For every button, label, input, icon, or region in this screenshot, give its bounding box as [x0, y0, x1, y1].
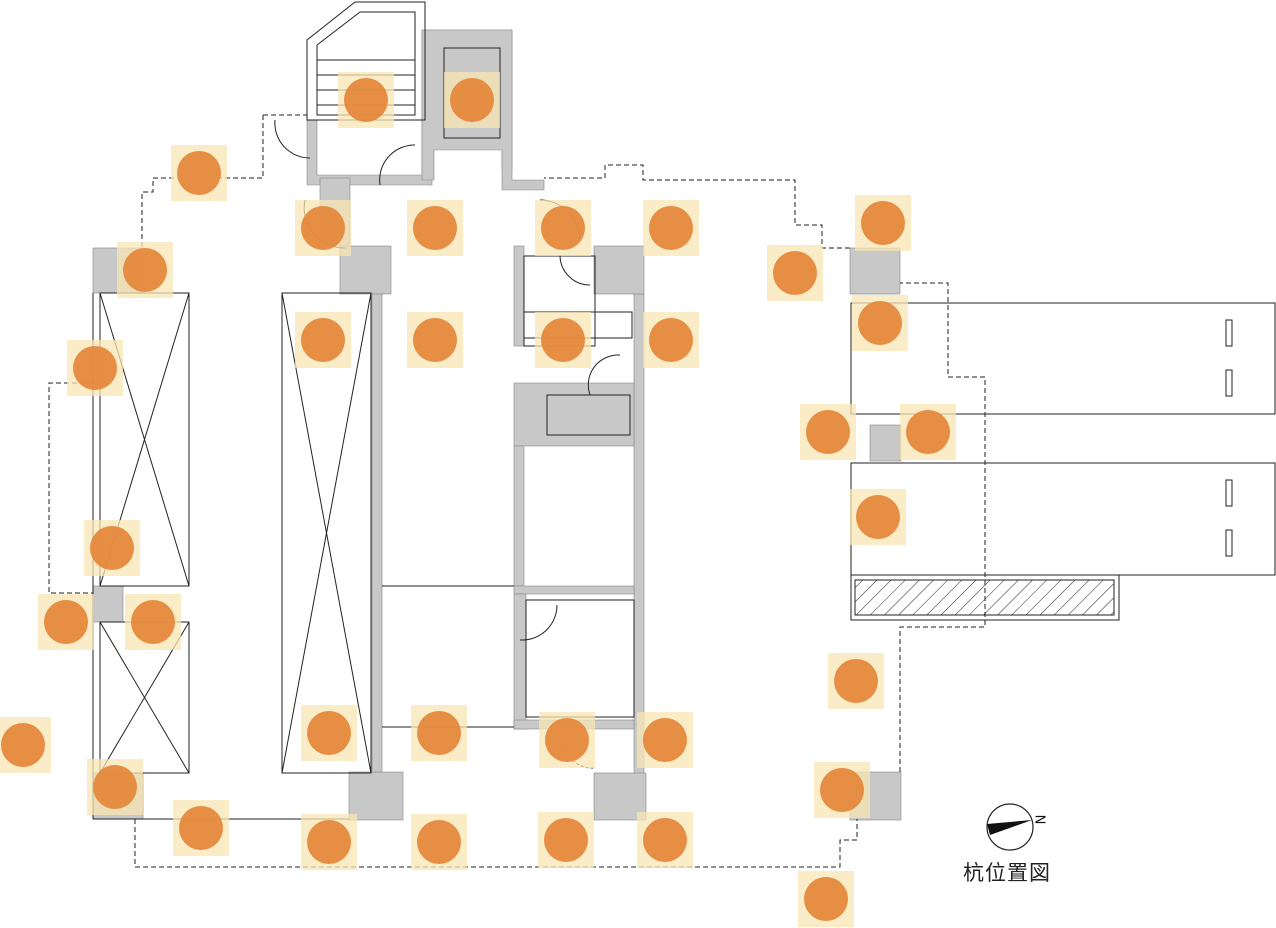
pile: [307, 711, 351, 755]
pile-marker: [407, 200, 463, 256]
pile-marker: [800, 404, 856, 460]
pile-marker: [295, 312, 351, 368]
pile: [834, 659, 878, 703]
pile-marker: [900, 404, 956, 460]
pile-marker: [84, 520, 140, 576]
pile: [301, 206, 345, 250]
pile-marker: [539, 712, 595, 768]
pile: [413, 206, 457, 250]
pile: [73, 346, 117, 390]
pile: [93, 765, 137, 809]
pile-marker: [171, 145, 227, 201]
pile-marker: [125, 594, 181, 650]
pile: [301, 318, 345, 362]
pile: [649, 318, 693, 362]
pile-marker: [814, 762, 870, 818]
pile: [131, 600, 175, 644]
pile: [177, 151, 221, 195]
pile-marker: [87, 759, 143, 815]
pile: [856, 495, 900, 539]
pile: [179, 806, 223, 850]
pile: [1, 723, 45, 767]
pile: [450, 78, 494, 122]
pile-marker: [767, 245, 823, 301]
pile-marker: [117, 242, 173, 298]
pile: [541, 206, 585, 250]
pile-marker: [535, 200, 591, 256]
pile-marker: [855, 195, 911, 251]
pile: [545, 718, 589, 762]
pile: [643, 718, 687, 762]
north-label: N: [1031, 814, 1047, 825]
pile: [643, 818, 687, 862]
pile: [861, 201, 905, 245]
pile: [90, 526, 134, 570]
pile-marker: [0, 717, 51, 773]
pile-marker: [411, 814, 467, 870]
pile-marker: [535, 312, 591, 368]
pile-marker: [643, 200, 699, 256]
pile: [858, 301, 902, 345]
pile-marker: [850, 489, 906, 545]
pile-marker: [407, 312, 463, 368]
compass: [986, 803, 1034, 851]
pile-marker: [637, 712, 693, 768]
pile-marker: [301, 814, 357, 870]
pile-marker: [295, 200, 351, 256]
pile: [906, 410, 950, 454]
pile-marker: [173, 800, 229, 856]
pile-marker: [798, 871, 854, 927]
pile: [413, 318, 457, 362]
diagram-title: 杭位置図: [963, 861, 1051, 885]
pile: [307, 820, 351, 864]
pile-marker: [301, 705, 357, 761]
pile: [804, 877, 848, 921]
piles: [0, 72, 956, 927]
pile-marker: [38, 594, 94, 650]
pile-marker: [828, 653, 884, 709]
pile-marker: [444, 72, 500, 128]
pile-marker: [643, 312, 699, 368]
pile-marker: [538, 812, 594, 868]
pile: [649, 206, 693, 250]
pile: [541, 318, 585, 362]
pile: [44, 600, 88, 644]
pile-marker: [338, 72, 394, 128]
pile-marker: [411, 705, 467, 761]
pile: [544, 818, 588, 862]
pile: [123, 248, 167, 292]
pile: [344, 78, 388, 122]
pile: [417, 711, 461, 755]
pile: [820, 768, 864, 812]
pile: [773, 251, 817, 295]
pile: [417, 820, 461, 864]
outlines: [92, 1, 1276, 820]
pile-marker: [67, 340, 123, 396]
pile-marker: [852, 295, 908, 351]
site-boundary: [48, 114, 986, 868]
pile-marker: [637, 812, 693, 868]
pile: [806, 410, 850, 454]
